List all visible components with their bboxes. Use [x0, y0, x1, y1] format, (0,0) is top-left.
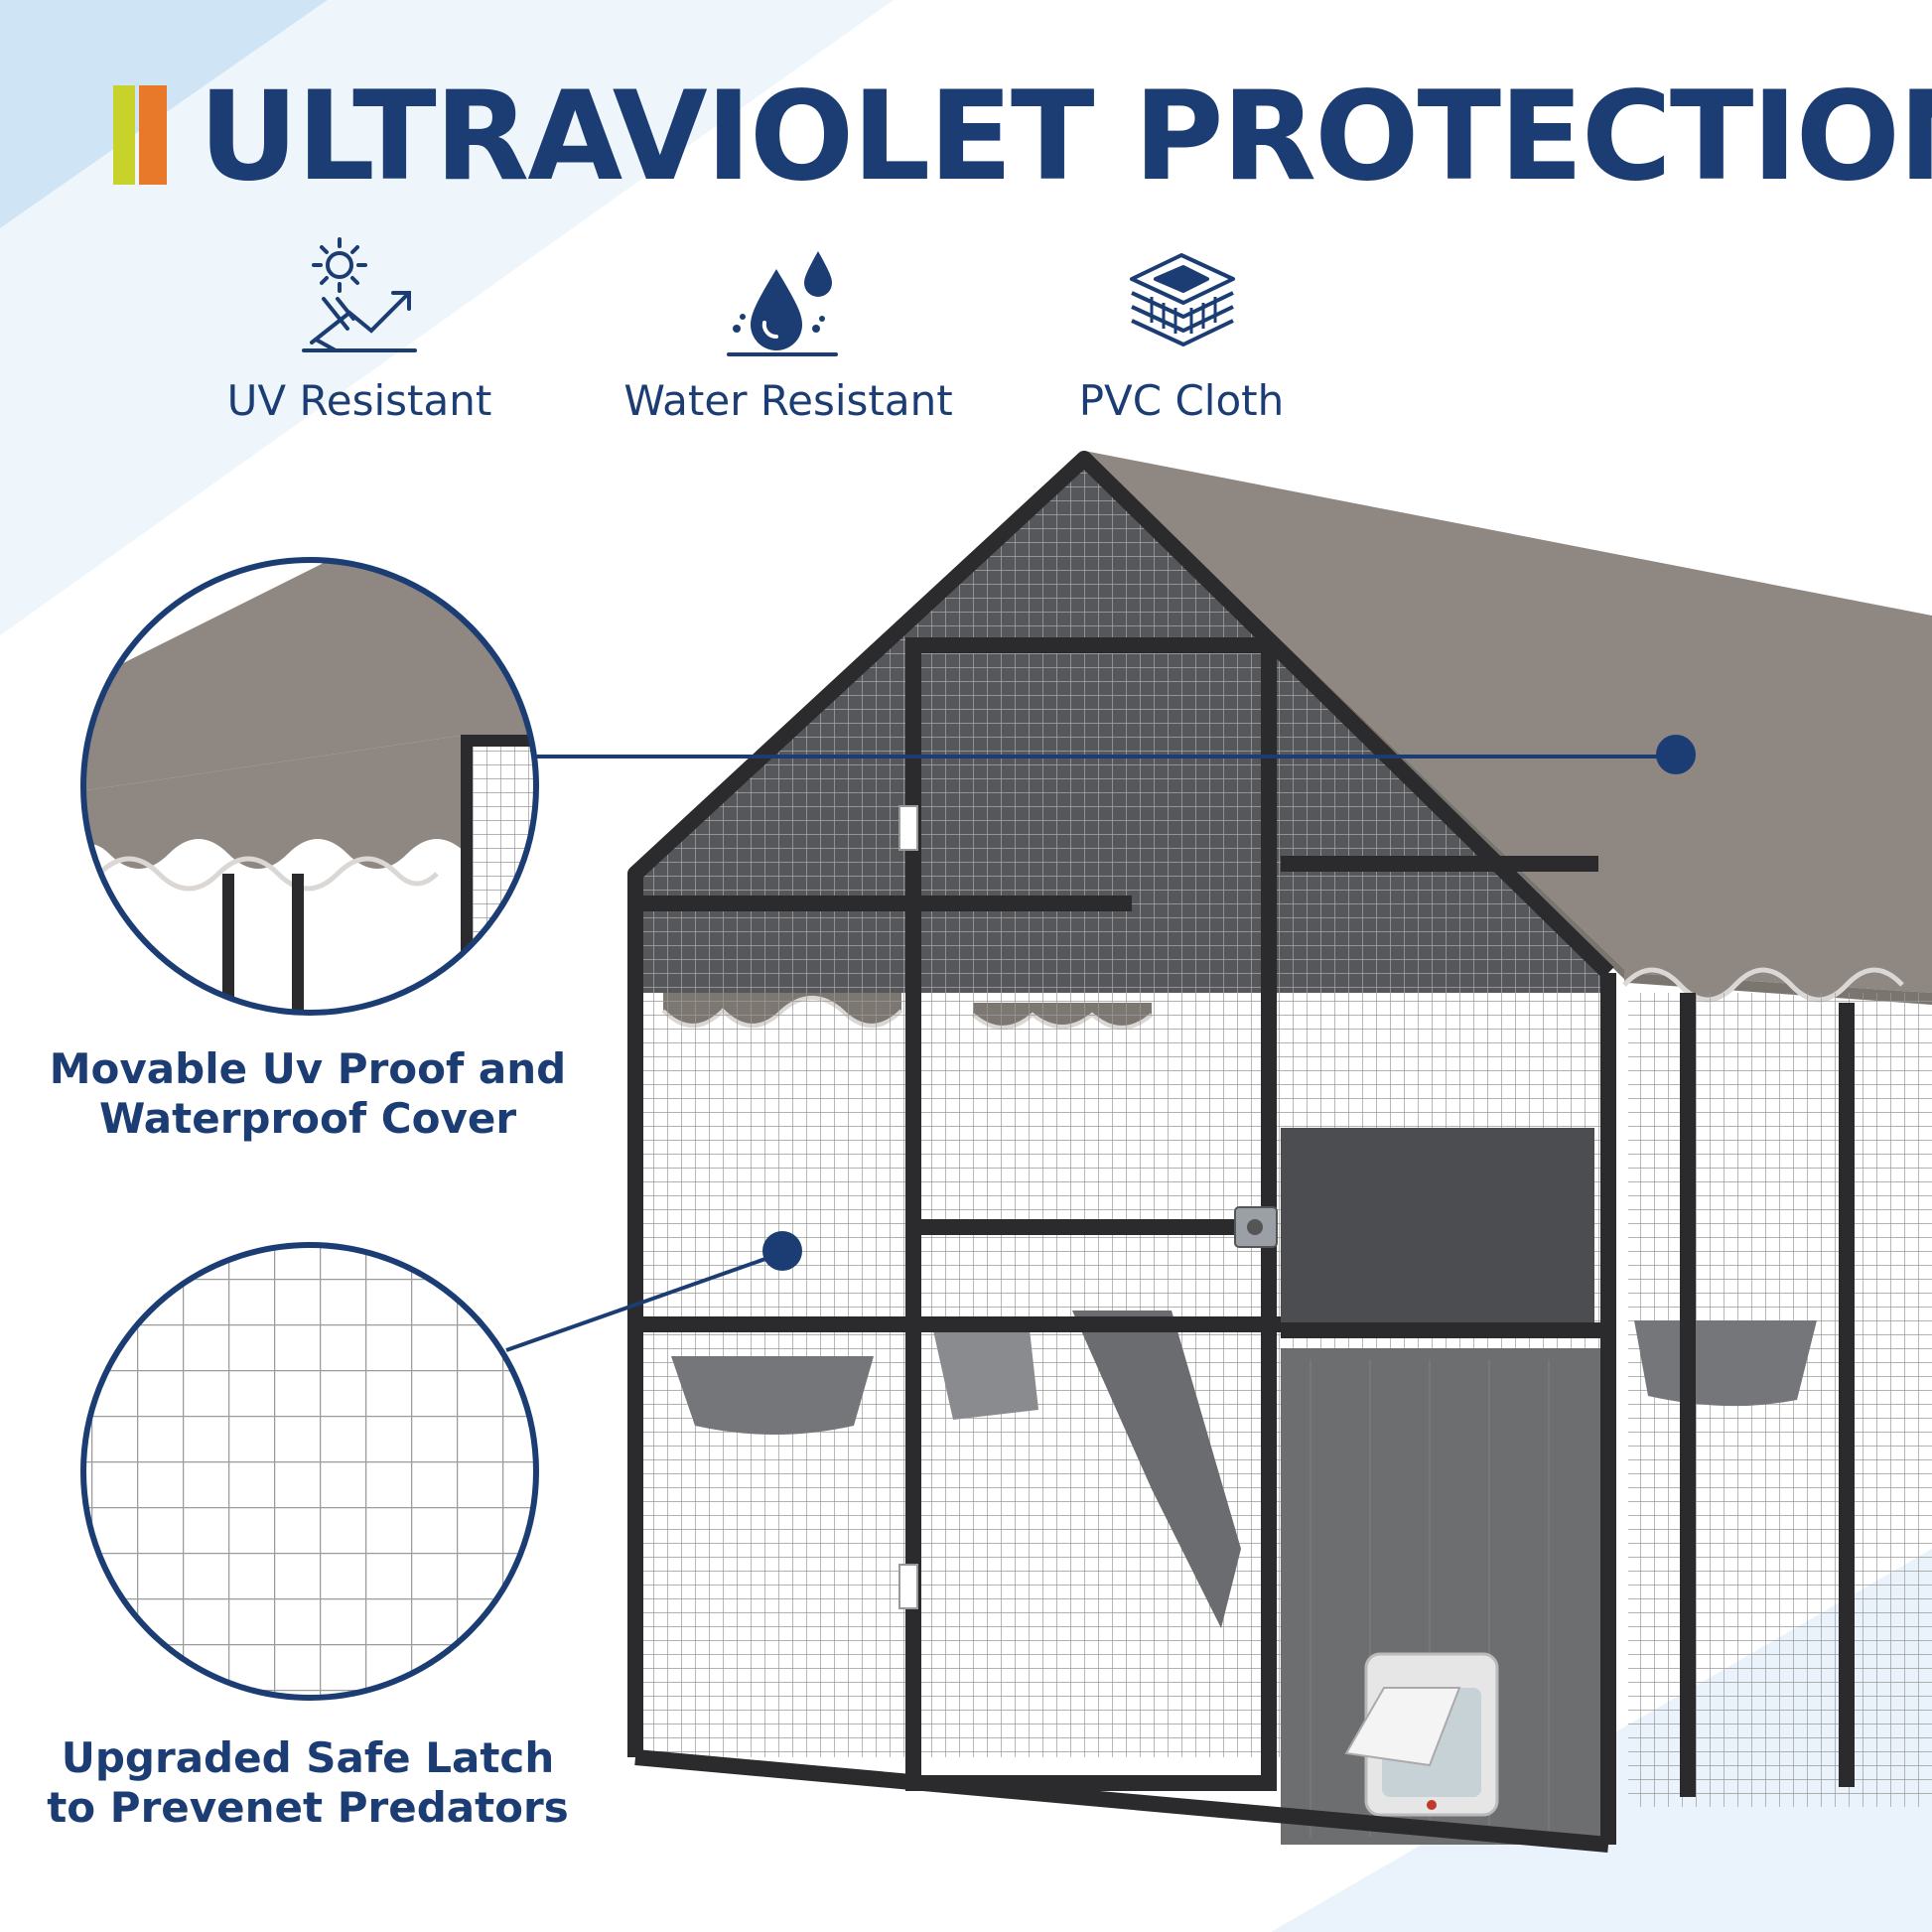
- pet-door: [1344, 1652, 1499, 1817]
- detail-circle-mesh: [80, 1242, 539, 1701]
- hammock-left: [671, 1356, 874, 1435]
- water-drops-icon: [727, 251, 838, 356]
- callout-cover-label: Movable Uv Proof and Waterproof Cover: [49, 1044, 567, 1144]
- feature-pvc-cloth: PVC Cloth: [1013, 233, 1350, 425]
- detail-circle-cover: [80, 557, 539, 1016]
- feature-water-resistant: Water Resistant: [620, 233, 957, 425]
- sun-uv-icon: [302, 237, 417, 352]
- page-title: ULTRAVIOLET PROTECTION: [199, 66, 1932, 208]
- steel-frame: [627, 451, 1855, 1853]
- title-accent-orange: [139, 85, 167, 185]
- feature-label-pvc: PVC Cloth: [1078, 376, 1285, 425]
- feature-label-uv: UV Resistant: [226, 376, 492, 425]
- callout-dot-mesh: [762, 1231, 802, 1271]
- callout-dot-cover: [1656, 735, 1696, 774]
- feature-uv-resistant: UV Resistant: [191, 233, 528, 425]
- callout-connectors: [505, 755, 1676, 1352]
- layered-cloth-icon: [1130, 253, 1235, 346]
- feature-label-water: Water Resistant: [623, 376, 953, 425]
- callout-latch-label: Upgraded Safe Latch to Prevenet Predator…: [47, 1733, 569, 1833]
- title-accent-green: [113, 85, 135, 185]
- upper-box: [1281, 1128, 1594, 1330]
- hammock-right: [1634, 1320, 1817, 1407]
- door-latch: [1234, 1206, 1278, 1248]
